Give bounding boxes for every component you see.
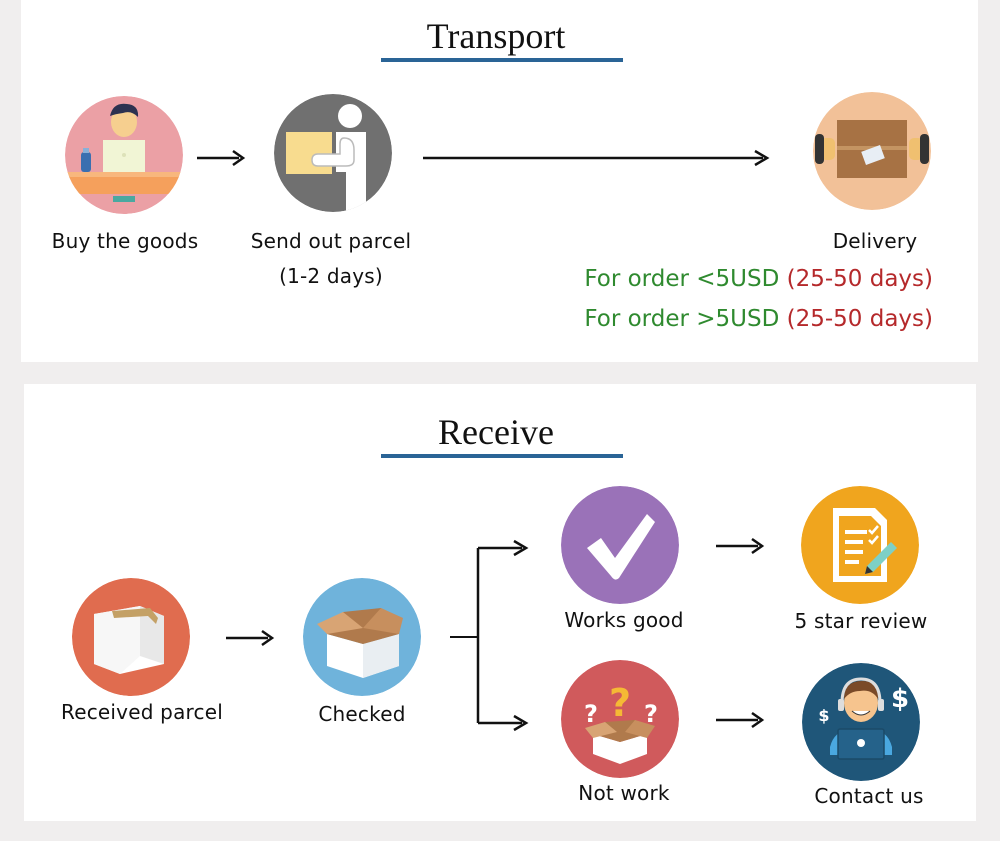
arrow-right-long-icon [423,149,770,167]
order-condition-under-5usd: For order <5USD [584,266,780,292]
svg-text:?: ? [644,700,658,728]
question-box-icon: ? ? ? [561,660,679,778]
step-label-checked: Checked [318,702,406,726]
arrow-right-icon [197,149,246,167]
svg-text:?: ? [609,681,631,725]
delivery-duration-over-5usd: (25-50 days) [786,306,933,332]
step-label-5-star-review: 5 star review [794,609,928,633]
step-label-works-good: Works good [564,608,684,632]
transport-title: Transport [426,16,566,56]
transport-title-underline [381,58,623,62]
person-carrying-box-icon [274,94,392,212]
svg-text:$: $ [818,706,829,725]
delivery-note-under-5usd: For order <5USD (25-50 days) [584,266,933,292]
buyer-laptop-icon [65,96,183,214]
arrow-right-icon [226,629,275,647]
receive-panel: Receive Received parcel Checked [24,384,976,821]
delivery-duration-under-5usd: (25-50 days) [786,266,933,292]
support-agent-icon: $ $ [802,663,920,781]
step-label-not-work: Not work [578,781,670,805]
checkmark-icon [561,486,679,604]
svg-text:$: $ [891,684,909,714]
step-label-delivery: Delivery [832,229,918,253]
delivery-note-over-5usd: For order >5USD (25-50 days) [584,306,933,332]
open-box-icon [303,578,421,696]
transport-panel: Transport Buy the goods [21,0,978,362]
receive-title-underline [381,454,623,458]
branch-connector-icon [450,539,529,732]
svg-text:?: ? [584,700,598,728]
document-review-icon [801,486,919,604]
step-label-contact-us: Contact us [814,784,924,808]
step-label-received-parcel: Received parcel [61,700,223,724]
receive-title: Receive [438,412,554,452]
order-condition-over-5usd: For order >5USD [584,306,780,332]
step-label-buy-the-goods: Buy the goods [51,229,199,253]
step-label-send-out-parcel: Send out parcel [250,229,412,253]
step-sublabel-send-out-duration: (1-2 days) [279,264,383,288]
hands-holding-package-icon [813,92,931,210]
arrow-right-icon [716,711,765,729]
arrow-right-icon [716,537,765,555]
closed-box-icon [72,578,190,696]
